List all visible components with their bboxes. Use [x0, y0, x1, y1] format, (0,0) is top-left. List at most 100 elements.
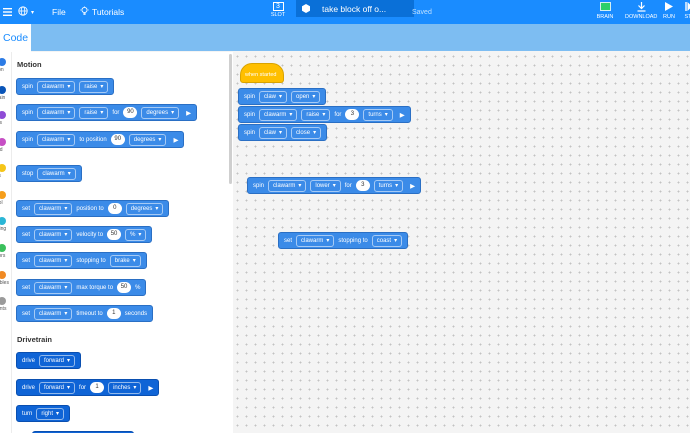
amount-input[interactable]: 3 [345, 109, 360, 120]
slot-label: SLOT [270, 12, 286, 18]
category-variables[interactable]: ables [0, 271, 11, 286]
velocity-input[interactable]: 50 [107, 229, 122, 240]
ws-block-set-stopping[interactable]: set clawarm stopping to coast [278, 232, 409, 249]
palette-scrollbar[interactable] [228, 52, 233, 433]
block-text: for [79, 384, 87, 391]
unit-dropdown[interactable]: inches [108, 381, 142, 394]
block-spin-to-position[interactable]: spin clawarm to position 90 degrees ▶ [16, 131, 185, 148]
amount-input[interactable]: 3 [355, 180, 370, 191]
play-icon[interactable]: ▶ [148, 384, 154, 392]
unit-dropdown[interactable]: % [125, 228, 147, 241]
unit-dropdown[interactable]: turns [373, 179, 404, 192]
category-control[interactable]: rol [0, 191, 11, 206]
slot-selector[interactable]: 3 SLOT [270, 0, 286, 24]
distance-input[interactable]: 1 [90, 382, 105, 393]
play-icon[interactable]: ▶ [186, 109, 192, 117]
run-button[interactable]: RUN [662, 0, 676, 24]
block-set-max-torque[interactable]: set clawarm max torque to 50 % [16, 279, 147, 296]
motor-dropdown[interactable]: claw [259, 90, 288, 103]
block-drive[interactable]: drive forward [16, 352, 82, 369]
amount-input[interactable]: 90 [123, 107, 138, 118]
ws-block-spin-clawarm-raise[interactable]: spin clawarm raise for 3 turns ▶ [238, 106, 411, 123]
position-input[interactable]: 0 [107, 203, 122, 214]
motor-dropdown[interactable]: clawarm [268, 179, 307, 192]
category-label: tors [0, 253, 6, 259]
tutorials-menu[interactable]: Tutorials [80, 0, 124, 24]
category-label: sing [0, 226, 7, 232]
unit-dropdown[interactable]: degrees [141, 106, 180, 119]
category-operators[interactable]: tors [0, 244, 11, 259]
ws-block-spin-claw-close[interactable]: spin claw close [238, 124, 328, 141]
category-comments[interactable]: ents [0, 297, 11, 312]
ws-block-spin-clawarm-lower[interactable]: spin clawarm lower for 3 turns ▶ [247, 177, 422, 194]
category-motion[interactable]: ion [0, 58, 11, 73]
unit-dropdown[interactable]: turns [363, 108, 393, 121]
category-drivetrain[interactable]: rain [0, 86, 11, 101]
category-looks[interactable]: cs [0, 111, 11, 126]
stopping-mode-dropdown[interactable]: coast [371, 234, 403, 247]
direction-dropdown[interactable]: raise [301, 108, 331, 121]
unit-dropdown[interactable]: degrees [128, 133, 167, 146]
download-button[interactable]: DOWNLOAD [625, 0, 657, 24]
scrollbar-thumb[interactable] [229, 54, 232, 184]
ws-block-spin-claw-open[interactable]: spin claw open [238, 88, 327, 105]
motor-dropdown[interactable]: claw [259, 126, 288, 139]
motor-dropdown[interactable]: clawarm [37, 106, 76, 119]
direction-dropdown[interactable]: right [36, 407, 65, 420]
position-input[interactable]: 90 [110, 134, 125, 145]
file-menu[interactable]: File [52, 0, 66, 24]
stopping-mode-dropdown[interactable]: brake [109, 254, 141, 267]
block-turn[interactable]: turn right [16, 405, 71, 422]
category-label: ts [0, 173, 11, 179]
direction-dropdown[interactable]: forward [39, 354, 76, 367]
block-spin[interactable]: spin clawarm raise [16, 78, 115, 95]
motor-dropdown[interactable]: clawarm [34, 307, 73, 320]
code-workspace[interactable]: when started spin claw open spin clawarm… [233, 52, 690, 433]
motor-dropdown[interactable]: clawarm [34, 254, 73, 267]
category-events[interactable]: ts [0, 164, 11, 179]
category-sound[interactable]: nd [0, 138, 11, 153]
motor-dropdown[interactable]: clawarm [296, 234, 335, 247]
play-icon[interactable]: ▶ [173, 136, 179, 144]
block-drive-for[interactable]: drive forward for 1 inches ▶ [16, 379, 160, 396]
category-label: ables [0, 280, 9, 286]
block-set-position[interactable]: set clawarm position to 0 degrees [16, 200, 170, 217]
play-icon[interactable]: ▶ [399, 111, 405, 119]
block-text: % [135, 284, 141, 291]
step-button[interactable]: ST [682, 0, 690, 24]
run-label: RUN [663, 14, 675, 20]
block-set-stopping[interactable]: set clawarm stopping to brake [16, 252, 147, 269]
motor-dropdown[interactable]: clawarm [37, 133, 76, 146]
motor-dropdown[interactable]: clawarm [34, 228, 73, 241]
direction-dropdown[interactable]: raise [79, 80, 109, 93]
motor-dropdown[interactable]: clawarm [34, 202, 73, 215]
direction-dropdown[interactable]: close [291, 126, 322, 139]
motion-header: Motion [17, 60, 42, 69]
project-name-field[interactable]: take block off o... [296, 0, 414, 17]
block-text: drive [22, 357, 36, 364]
motor-dropdown[interactable]: clawarm [37, 80, 76, 93]
direction-dropdown[interactable]: lower [310, 179, 341, 192]
tab-code[interactable]: Code [0, 24, 31, 52]
language-globe-button[interactable]: ▾ [18, 0, 34, 24]
lightbulb-icon [80, 6, 89, 18]
block-set-timeout[interactable]: set clawarm timeout to 1 seconds [16, 305, 154, 322]
block-spin-for[interactable]: spin clawarm raise for 90 degrees ▶ [16, 104, 198, 121]
category-sensing[interactable]: sing [0, 217, 11, 232]
direction-dropdown[interactable]: raise [79, 106, 109, 119]
direction-dropdown[interactable]: open [291, 90, 321, 103]
unit-dropdown[interactable]: degrees [125, 202, 164, 215]
block-set-velocity[interactable]: set clawarm velocity to 50 % [16, 226, 153, 243]
timeout-input[interactable]: 1 [106, 308, 121, 319]
direction-dropdown[interactable]: forward [39, 381, 76, 394]
torque-input[interactable]: 50 [117, 282, 132, 293]
play-icon[interactable]: ▶ [410, 182, 416, 190]
motor-dropdown[interactable]: clawarm [37, 167, 76, 180]
motor-dropdown[interactable]: clawarm [259, 108, 298, 121]
motor-dropdown[interactable]: clawarm [34, 281, 73, 294]
when-started-block[interactable]: when started [240, 63, 284, 83]
block-stop[interactable]: stop clawarm [16, 165, 82, 182]
block-partial[interactable] [32, 431, 134, 433]
brain-button[interactable]: BRAIN [594, 0, 616, 24]
hamburger-menu-icon[interactable] [3, 0, 12, 24]
